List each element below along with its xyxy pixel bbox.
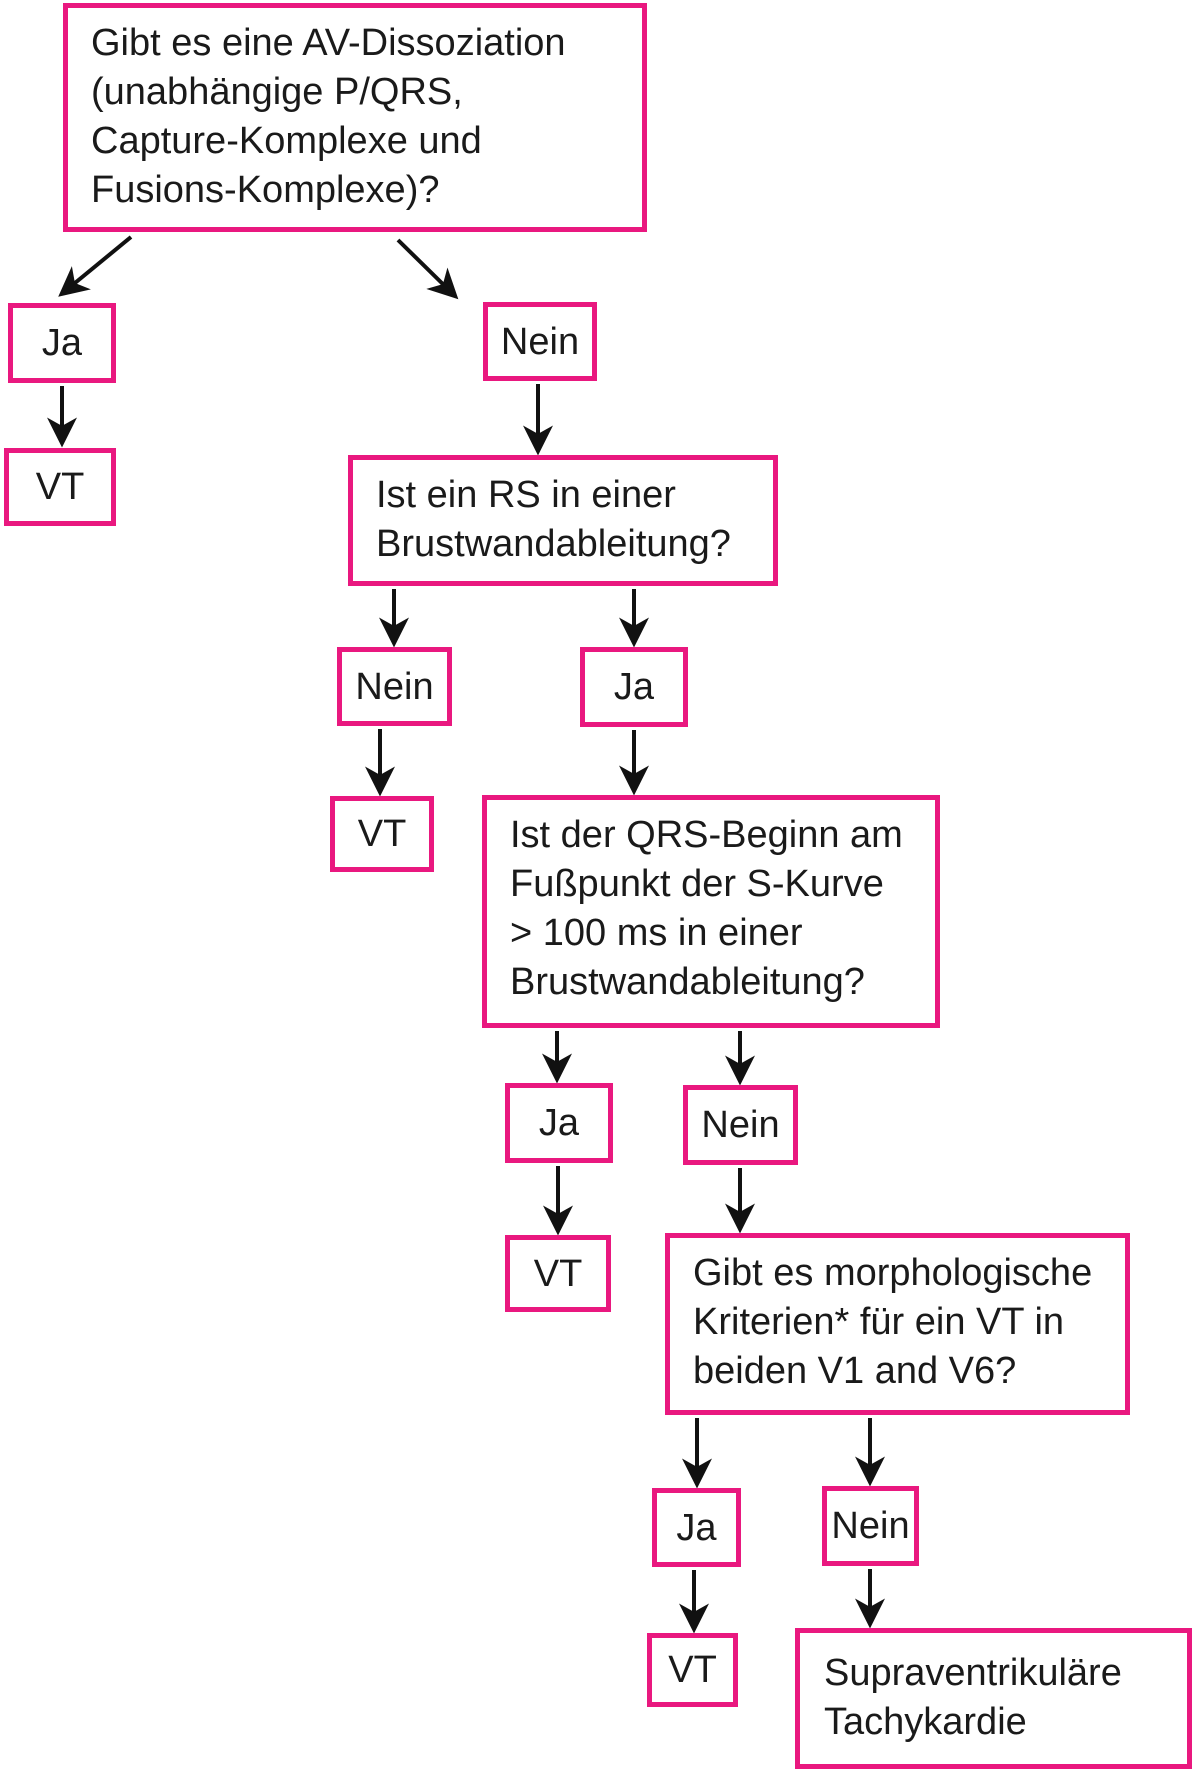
result-vt-2: VT [330, 796, 434, 872]
question-rs-brustwandableitung: Ist ein RS in einer Brustwandableitung? [348, 455, 778, 586]
answer-nein-4: Nein [822, 1486, 919, 1566]
question-morphologische-kriterien: Gibt es morphologische Kriterien* für ei… [665, 1233, 1130, 1415]
answer-ja-1: Ja [8, 303, 116, 383]
answer-ja-2: Ja [580, 647, 688, 727]
question-av-dissoziation: Gibt es eine AV-Dissoziation (unabhängig… [63, 3, 647, 232]
result-vt-4: VT [647, 1633, 738, 1707]
answer-nein-3: Nein [683, 1085, 798, 1165]
arrow-q1-ja1 [58, 235, 133, 297]
result-vt-3: VT [505, 1235, 611, 1312]
answer-nein-2: Nein [337, 647, 452, 726]
answer-ja-3: Ja [505, 1083, 613, 1163]
arrow-q1-nein1 [396, 238, 459, 300]
answer-ja-4: Ja [652, 1488, 741, 1567]
question-qrs-beginn-100ms: Ist der QRS-Beginn am Fußpunkt der S-Kur… [482, 795, 940, 1028]
result-vt-1: VT [4, 448, 116, 526]
result-supraventrikulaere-tachykardie: Supraventrikuläre Tachykardie [795, 1628, 1192, 1769]
answer-nein-1: Nein [483, 302, 597, 381]
